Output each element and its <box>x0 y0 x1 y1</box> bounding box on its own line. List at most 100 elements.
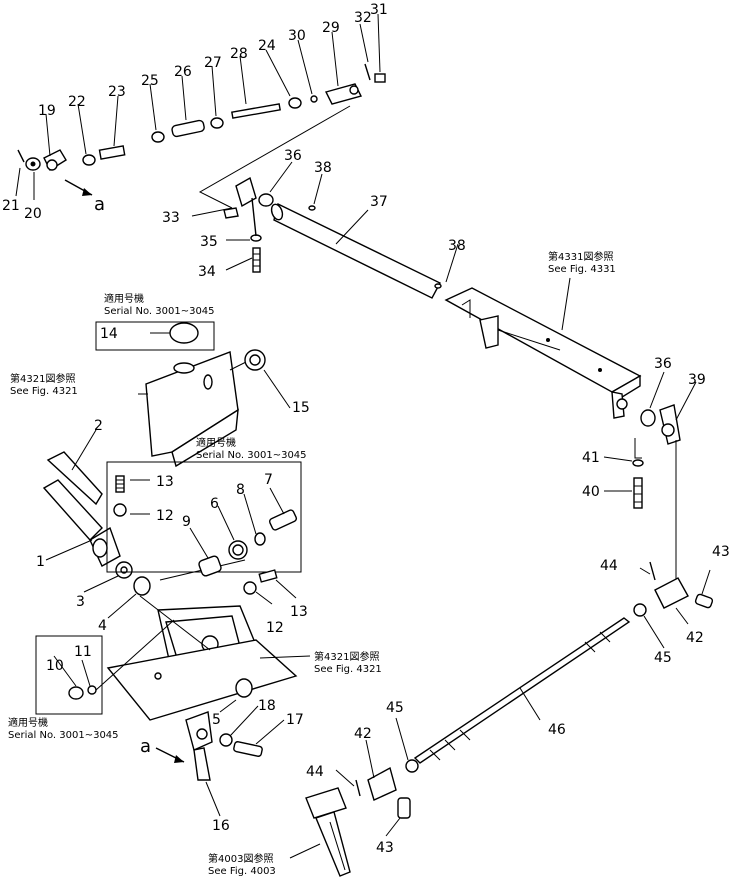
leader-lines <box>15 13 711 859</box>
callout-labels: 21 20 19 22 23 25 26 27 28 24 30 29 32 3… <box>2 2 730 856</box>
callout-38b: 38 <box>448 238 466 254</box>
callout-24: 24 <box>258 38 276 54</box>
callout-5: 5 <box>212 712 221 728</box>
part-21-pin <box>17 149 25 163</box>
note-fig4321a-en: See Fig. 4321 <box>10 386 78 397</box>
callout-13a: 13 <box>156 474 174 490</box>
callout-45a: 45 <box>654 650 672 666</box>
part-23-bolt <box>98 145 126 160</box>
part-27-nut <box>210 117 224 129</box>
part-30-washer <box>310 95 318 103</box>
callout-44a: 44 <box>600 558 618 574</box>
serial-box-top <box>95 321 215 351</box>
callout-29: 29 <box>322 20 340 36</box>
note-fig4003-en: See Fig. 4003 <box>208 866 276 877</box>
part-24-nut <box>288 97 302 109</box>
note-fig4003-jp: 第4003図参照 <box>208 852 273 865</box>
callout-3: 3 <box>76 594 85 610</box>
callout-40: 40 <box>582 484 600 500</box>
callout-33: 33 <box>162 210 180 226</box>
part-14-plug <box>169 322 199 344</box>
callout-20: 20 <box>24 206 42 222</box>
callout-17: 17 <box>286 712 304 728</box>
callout-12a: 12 <box>156 508 174 524</box>
callout-46: 46 <box>548 722 566 738</box>
spring-group <box>35 461 302 715</box>
callout-6: 6 <box>210 496 219 512</box>
part-44b-cotter <box>355 779 361 797</box>
callout-45b: 45 <box>386 700 404 716</box>
part-43-pin <box>694 593 714 609</box>
callout-42a: 42 <box>686 630 704 646</box>
connector-a-bottom: a <box>140 736 151 757</box>
callout-34: 34 <box>198 264 216 280</box>
note-fig4321b-en: See Fig. 4321 <box>314 664 382 675</box>
part-42b-clevis <box>367 766 397 801</box>
note-fig4321a-jp: 第4321図参照 <box>10 372 75 385</box>
callout-35: 35 <box>200 234 218 250</box>
callout-4: 4 <box>98 618 107 634</box>
connector-a-top: a <box>94 194 105 215</box>
part-11-washer <box>87 685 97 695</box>
callout-37: 37 <box>370 194 388 210</box>
base-plate <box>106 639 298 721</box>
callout-19: 19 <box>38 103 56 119</box>
part-26-sleeve <box>171 119 205 138</box>
callout-10: 10 <box>46 658 64 674</box>
callout-43a: 43 <box>712 544 730 560</box>
serial-box-low <box>35 635 103 715</box>
callout-36b: 36 <box>654 356 672 372</box>
callout-28: 28 <box>230 46 248 62</box>
part-17-bolt <box>233 741 263 757</box>
note-serial-low-en: Serial No. 3001~3045 <box>8 730 119 741</box>
callout-32: 32 <box>354 10 372 26</box>
note-serial-top-jp: 適用号機 <box>104 292 144 305</box>
part-8-washer <box>254 532 266 546</box>
part-10-nut <box>68 686 84 700</box>
right-lever-group <box>632 404 681 582</box>
callout-21: 21 <box>2 198 20 214</box>
notes: 適用号機 Serial No. 3001~3045 第4321図参照 See F… <box>8 250 616 877</box>
callout-26: 26 <box>174 64 192 80</box>
callout-8: 8 <box>236 482 245 498</box>
part-44-cotter <box>649 561 656 581</box>
callout-14: 14 <box>100 326 118 342</box>
callout-27: 27 <box>204 55 222 71</box>
part-36b-bushing <box>640 409 656 427</box>
part-36-bushing <box>258 193 274 207</box>
rod-46-group <box>305 561 714 877</box>
callout-30: 30 <box>288 28 306 44</box>
part-5-bushing <box>235 678 253 698</box>
shaft-37 <box>270 202 442 299</box>
callout-2: 2 <box>94 418 103 434</box>
callout-42b: 42 <box>354 726 372 742</box>
callout-16: 16 <box>212 818 230 834</box>
part-2-pedal-pad <box>46 451 103 506</box>
part-43b-pin <box>397 797 411 819</box>
part-40-bolt <box>633 477 643 509</box>
callout-41: 41 <box>582 450 600 466</box>
bracket-4331 <box>444 287 642 419</box>
lever-bracket-group <box>223 176 274 273</box>
part-4-bushing <box>133 576 151 596</box>
top-linkage <box>17 63 386 209</box>
note-fig4331-jp: 第4331図参照 <box>548 250 613 263</box>
part-41-washer <box>632 459 644 467</box>
part-13b-stud <box>258 569 278 583</box>
note-fig4321b-jp: 第4321図参照 <box>314 650 379 663</box>
part-32-pin <box>364 63 371 81</box>
part-42-clevis <box>654 577 689 609</box>
part-45b-nut <box>405 759 419 773</box>
callout-23: 23 <box>108 84 126 100</box>
callout-7: 7 <box>264 472 273 488</box>
note-fig4331-en: See Fig. 4331 <box>548 264 616 275</box>
part-45-nut <box>633 603 647 617</box>
part-31-nut <box>374 73 386 83</box>
part-12b-nut <box>243 581 257 595</box>
callout-38a: 38 <box>314 160 332 176</box>
callout-31: 31 <box>370 2 388 18</box>
callout-18: 18 <box>258 698 276 714</box>
callout-43b: 43 <box>376 840 394 856</box>
callout-22: 22 <box>68 94 86 110</box>
